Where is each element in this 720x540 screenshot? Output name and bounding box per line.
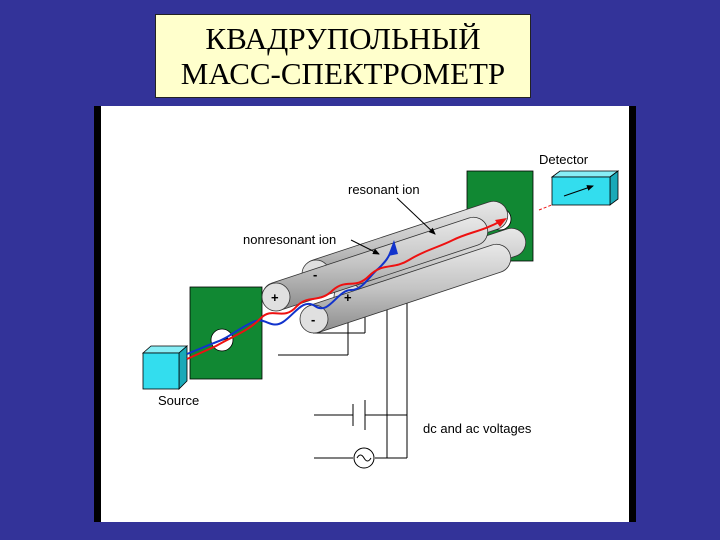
- diagram-panel: Source: [94, 106, 636, 522]
- ac-source-symbol: [353, 447, 375, 469]
- rod-sign-top: -: [313, 267, 317, 282]
- resonant-ion-path: [186, 219, 504, 360]
- rod-left: [261, 216, 489, 312]
- source-box: [141, 345, 189, 390]
- nonresonant-ion-pointer: [350, 239, 380, 255]
- quadrupole-diagram: Source: [141, 152, 620, 469]
- detector-label: Detector: [539, 152, 589, 167]
- rod-sign-right: +: [344, 290, 352, 305]
- slide-title: КВАДРУПОЛЬНЫЙ МАСС-СПЕКТРОМЕТР: [155, 14, 531, 98]
- title-line-1: КВАДРУПОЛЬНЫЙ: [205, 21, 481, 56]
- source-label: Source: [158, 393, 199, 408]
- resonant-ion-label: resonant ion: [348, 182, 420, 197]
- resonant-ion-pointer: [396, 197, 436, 235]
- title-line-2: МАСС-СПЕКТРОМЕТР: [180, 56, 506, 91]
- entrance-plate: [189, 286, 263, 380]
- rod-sign-left: +: [271, 290, 279, 305]
- voltages-label: dc and ac voltages: [423, 421, 532, 436]
- nonresonant-arrowhead: [388, 240, 398, 256]
- rod-bottom: [299, 243, 512, 334]
- detector-inner-arrow: [563, 185, 594, 197]
- resonant-arrowhead: [495, 218, 507, 227]
- rod-sign-bottom: -: [311, 312, 315, 327]
- nonresonant-ion-label: nonresonant ion: [243, 232, 336, 247]
- quadrupole-rods: - + + -: [261, 200, 527, 334]
- detector-box: [550, 170, 620, 206]
